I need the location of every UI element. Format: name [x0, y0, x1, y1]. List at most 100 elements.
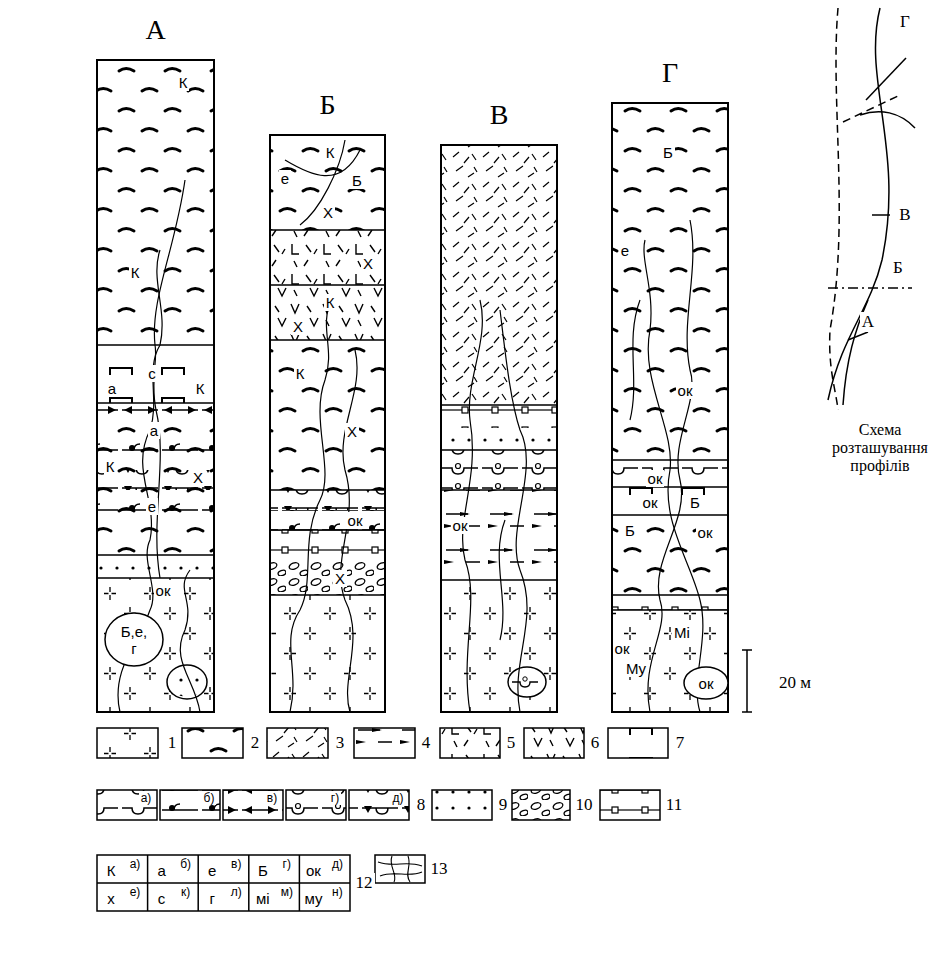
legend-sub-letter: м)	[279, 885, 295, 899]
column-b	[270, 135, 385, 712]
profile-label: Б	[891, 258, 905, 278]
rock-index: ок	[346, 512, 365, 529]
scale-bar	[742, 650, 752, 712]
column-v	[441, 145, 557, 712]
rock-index: Мі	[672, 624, 692, 641]
profile-label: А	[860, 312, 876, 332]
rock-index: Б	[688, 494, 702, 511]
legend-rock-index: К	[105, 862, 118, 879]
column-heading: А	[143, 14, 167, 46]
rock-index: Х	[191, 469, 205, 486]
legend-number: 6	[589, 733, 602, 753]
legend-sub-letter: к)	[179, 885, 192, 899]
column-outlines	[97, 60, 728, 712]
column-heading: Б	[317, 89, 337, 121]
rock-index: К	[194, 380, 207, 397]
legend-number: 1	[166, 733, 179, 753]
rock-index: К	[324, 294, 337, 311]
legend-samples	[97, 728, 668, 911]
column-heading: В	[488, 99, 511, 131]
stratigraphic-column: БКеБХХКХКХокХ	[270, 135, 385, 712]
legend-sub-letter: н)	[330, 885, 345, 899]
legend-sub-letter: г)	[281, 857, 293, 871]
rock-index: а	[148, 422, 160, 439]
rock-index: ок	[696, 524, 715, 541]
legend-number: 12	[354, 873, 375, 893]
profile-label: В	[897, 205, 912, 225]
legend-number: 13	[429, 859, 450, 879]
column-g	[612, 103, 728, 712]
rock-index: Му	[624, 660, 648, 677]
column-a	[97, 60, 214, 712]
crack-lines	[118, 140, 703, 712]
column-heading: Г	[660, 57, 680, 89]
rock-index: К	[294, 365, 307, 382]
stratigraphic-column: АККсаКаКХеокБ,е, г	[97, 60, 214, 712]
inclusion-ellipse	[105, 613, 163, 666]
rock-index: е	[279, 170, 291, 187]
legend-rock-index: му	[302, 890, 324, 907]
rock-index: с	[146, 365, 158, 382]
legend-number: 5	[505, 733, 518, 753]
stratigraphic-column: ГБеокококББокМіокМуок	[612, 103, 728, 712]
legend-number: 2	[249, 733, 262, 753]
rock-index: Х	[333, 570, 347, 587]
rock-index: Х	[291, 318, 305, 335]
rock-index: Б	[623, 522, 637, 539]
legend-number: 9	[497, 795, 510, 815]
legend-sub-letter: в)	[265, 791, 279, 805]
legend-rock-index: е	[206, 862, 218, 879]
legend-sub-letter: а)	[128, 857, 143, 871]
legend-number: 8	[415, 795, 428, 815]
rock-index: а	[106, 380, 118, 397]
scale-label: 20 м	[777, 673, 813, 693]
legend-number: 10	[574, 795, 595, 815]
rock-index: ок	[613, 640, 632, 657]
rock-index: е	[146, 498, 158, 515]
location-scheme	[828, 8, 915, 410]
legend-rock-index: ок	[304, 862, 323, 879]
legend-rock-index: г	[207, 890, 216, 907]
rock-index: ок	[451, 517, 470, 534]
rock-index: Х	[361, 255, 375, 272]
legend-number: 4	[420, 733, 433, 753]
legend-sub-letter: г)	[329, 791, 341, 805]
legend-sub-letter: б)	[202, 791, 217, 805]
inclusion: ок	[683, 666, 729, 700]
inclusion-ellipse	[684, 667, 728, 699]
profile-label: Г	[898, 12, 912, 32]
legend-sub-letter: б)	[178, 857, 193, 871]
legend-rock-index: с	[156, 890, 168, 907]
rock-index: Х	[321, 204, 335, 221]
legend-sub-letter: е)	[128, 885, 143, 899]
legend-rock-index: а	[155, 862, 167, 879]
legend-sub-letter: в)	[229, 857, 243, 871]
rock-index: ок	[697, 675, 716, 692]
legend-sub-letter: л)	[229, 885, 244, 899]
legend-rock-index: мі	[254, 890, 272, 907]
legend-sub-letter: д)	[330, 857, 345, 871]
legend-number: 3	[334, 733, 347, 753]
legend-rock-index: Б	[256, 862, 270, 879]
scheme-caption: Схема розташування профілів	[813, 421, 947, 475]
rock-index: К	[177, 74, 190, 91]
legend-sub-letter: а)	[139, 791, 154, 805]
legend-rock-index: х	[105, 890, 117, 907]
legend-sub-letter: д)	[391, 791, 406, 805]
rock-index: ок	[676, 382, 695, 399]
legend-number: 7	[674, 733, 687, 753]
rock-index: ок	[154, 582, 173, 599]
legend-number: 11	[664, 795, 684, 815]
rock-index: ок	[646, 470, 665, 487]
inclusion: Б,е, г	[104, 612, 164, 667]
stratigraphic-column: Вок	[441, 145, 557, 712]
rock-index: Б,е, г	[116, 623, 152, 657]
rock-index: К	[324, 144, 337, 161]
rock-index: Б	[350, 172, 364, 189]
rock-index: ок	[641, 494, 660, 511]
rock-index: Х	[345, 423, 359, 440]
rock-index: К	[104, 458, 117, 475]
